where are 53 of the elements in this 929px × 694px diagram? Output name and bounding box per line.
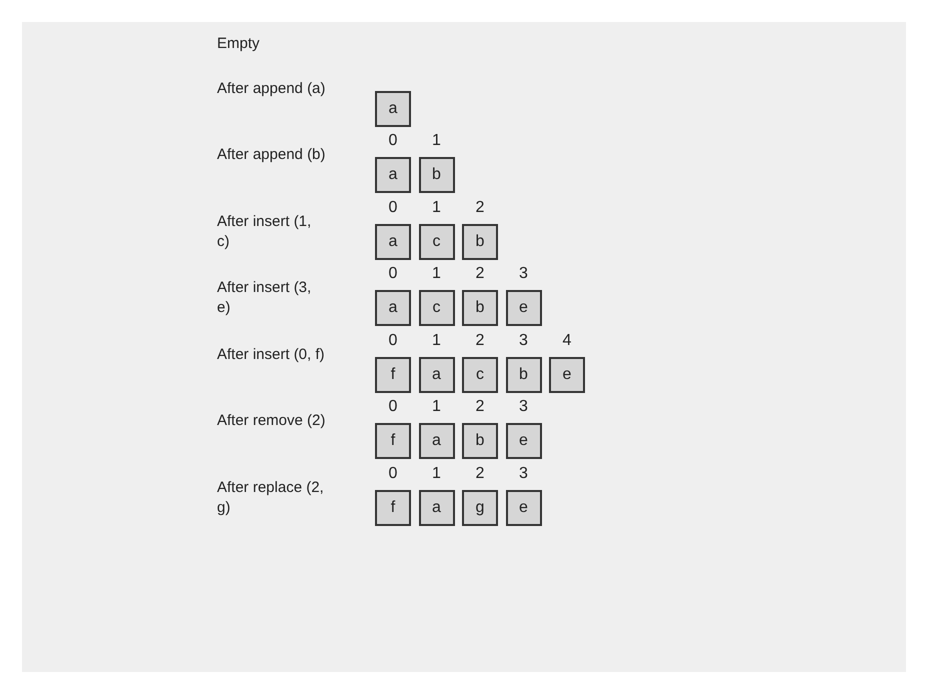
list-item: g — [462, 490, 498, 526]
index-number: 2 — [474, 464, 486, 484]
list-item: b — [462, 423, 498, 459]
list-item: e — [549, 356, 585, 392]
list-item: a — [375, 224, 411, 260]
list-item: a — [418, 356, 454, 392]
index-number: 3 — [518, 464, 529, 484]
index-number: 0 — [388, 330, 398, 350]
operation-label: After insert (3, e) — [217, 278, 312, 318]
index-number: 1 — [431, 330, 442, 350]
index-number: 2 — [474, 198, 486, 218]
list-item: b — [462, 290, 498, 326]
list-item: b — [462, 224, 498, 260]
operation-label: After insert (0, f) — [217, 344, 326, 364]
list-item: c — [462, 356, 498, 392]
index-number: 3 — [518, 330, 529, 350]
list-item: a — [375, 290, 411, 326]
index-number: 4 — [562, 330, 572, 350]
operation-label: After append (a) — [217, 78, 326, 98]
index-number: 3 — [518, 264, 529, 284]
list-item: a — [418, 490, 454, 526]
state-label: Empty — [217, 34, 261, 54]
index-number: 0 — [388, 198, 398, 218]
index-number: 2 — [474, 330, 486, 350]
index-number: 2 — [474, 397, 486, 417]
list-item: a — [375, 90, 411, 126]
index-number: 3 — [518, 397, 529, 417]
list-item: e — [506, 290, 542, 326]
list-item: f — [375, 356, 411, 392]
index-number: 1 — [431, 131, 442, 151]
operation-label: After replace (2, g) — [217, 478, 325, 518]
index-number: 0 — [388, 464, 398, 484]
list-item: b — [506, 356, 542, 392]
operation-label: After remove (2) — [217, 411, 326, 431]
list-item: a — [375, 157, 411, 193]
index-number: 1 — [431, 198, 442, 218]
list-item: e — [506, 490, 542, 526]
index-number: 0 — [388, 131, 398, 151]
list-item: f — [375, 490, 411, 526]
index-number: 2 — [474, 264, 486, 284]
list-item: e — [506, 423, 542, 459]
list-item: c — [418, 224, 454, 260]
operation-label: After append (b) — [217, 145, 326, 165]
index-number: 0 — [388, 264, 398, 284]
index-number: 0 — [388, 397, 398, 417]
list-item: c — [418, 290, 454, 326]
index-number: 1 — [431, 264, 442, 284]
list-item: b — [418, 157, 454, 193]
index-number: 1 — [431, 397, 442, 417]
operation-label: After insert (1, c) — [217, 212, 312, 252]
index-number: 1 — [431, 464, 442, 484]
list-item: a — [418, 423, 454, 459]
list-item: f — [375, 423, 411, 459]
